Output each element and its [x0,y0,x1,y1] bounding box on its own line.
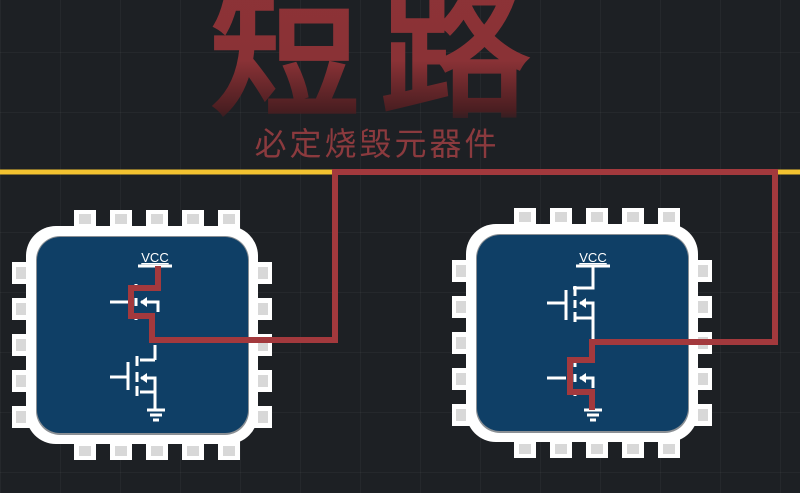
mosfet-arrow-icon [579,298,586,383]
chip-right [452,208,712,458]
chip-left [12,210,272,460]
subtitle-will-burn-components: 必定烧毁元器件 [254,125,500,163]
vcc-label-right: VCC [579,250,606,265]
vcc-label-left: VCC [141,250,168,265]
mosfet-arrow-icon [140,297,147,383]
short-circuit-wire [128,169,778,410]
title-short-circuit: 短路 [205,0,555,128]
